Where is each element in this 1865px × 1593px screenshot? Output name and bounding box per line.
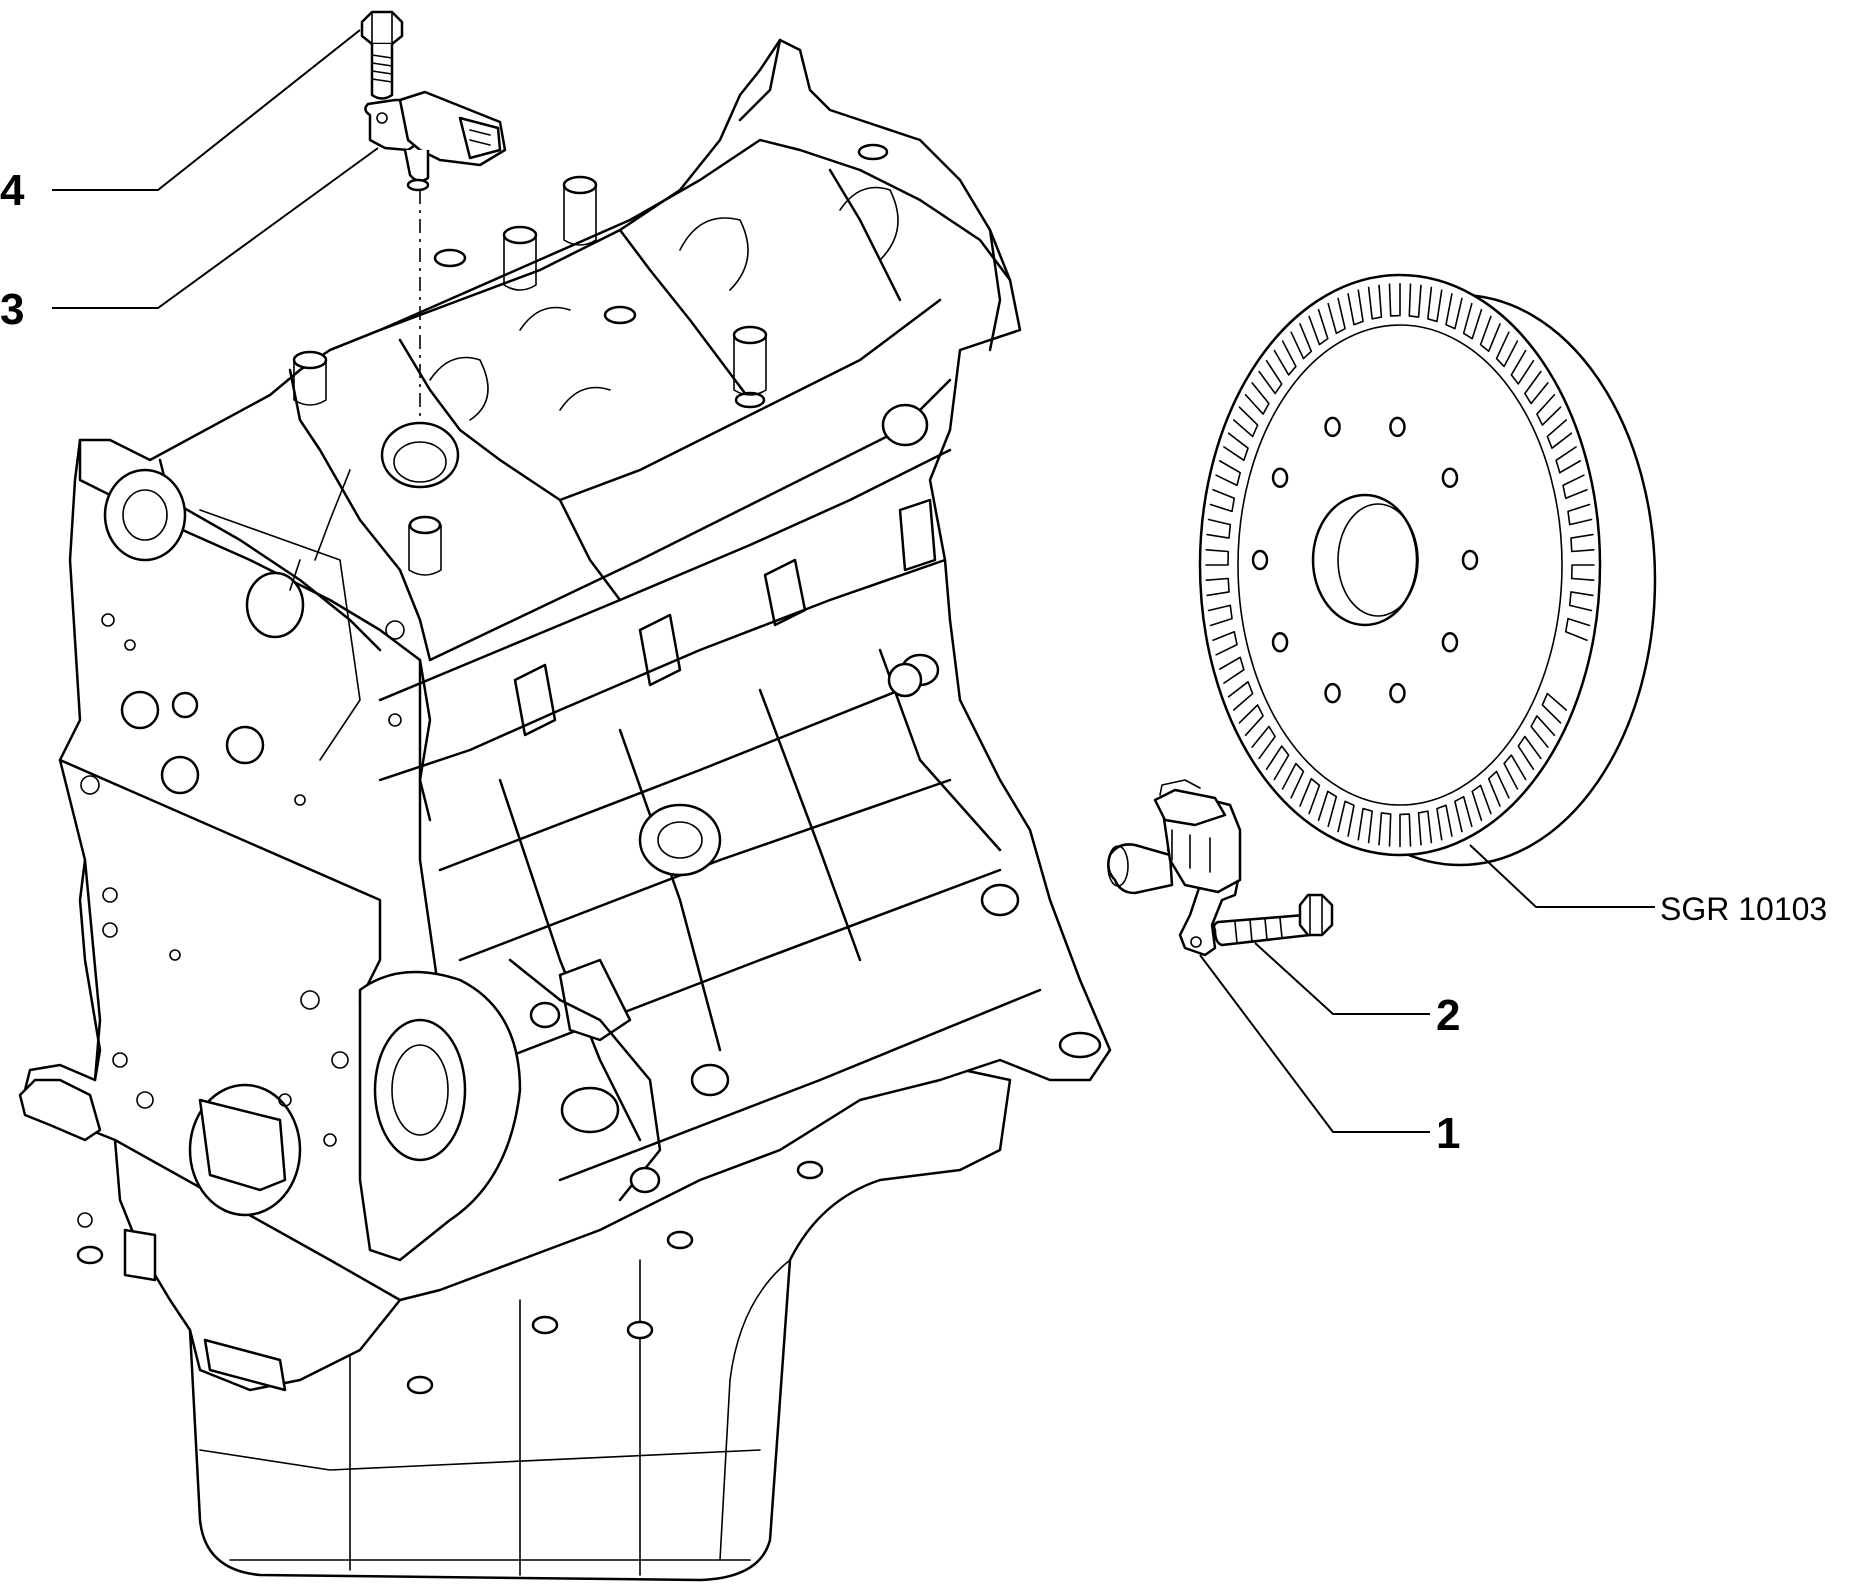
- tooth: [1317, 790, 1338, 828]
- tooth: [1530, 715, 1556, 748]
- tooth: [1337, 800, 1355, 837]
- tooth: [1427, 286, 1443, 323]
- tone-wheel-teeth: [1205, 282, 1595, 848]
- tooth: [1454, 795, 1473, 833]
- bolt-hole: [1271, 467, 1289, 488]
- part-4-bolt: [360, 10, 404, 100]
- tooth: [1265, 745, 1290, 781]
- mount-foot: [18, 1078, 102, 1142]
- tooth: [1215, 460, 1242, 487]
- oil-pan: [188, 1048, 1012, 1582]
- block-body: [23, 38, 1112, 1392]
- tooth: [1206, 518, 1232, 539]
- tooth: [1281, 762, 1305, 799]
- leader-1: [1199, 954, 1430, 1133]
- tooth: [1546, 419, 1573, 449]
- pan-bolts: [76, 1160, 824, 1395]
- oil-pump-boss: [638, 803, 722, 877]
- tooth: [1462, 302, 1483, 340]
- tooth: [1327, 297, 1346, 335]
- leader-3: [52, 147, 379, 309]
- tooth: [1541, 692, 1568, 724]
- tooth: [1564, 617, 1591, 642]
- tooth: [1562, 474, 1588, 500]
- tooth: [1570, 533, 1595, 553]
- tooth: [1555, 446, 1582, 474]
- leader-lines: [52, 29, 1655, 1133]
- tooth: [1207, 604, 1233, 627]
- tooth: [1399, 813, 1412, 848]
- callout-3: 3: [0, 285, 24, 334]
- tooth: [1503, 754, 1527, 790]
- leader-2: [1254, 942, 1430, 1015]
- cam-sensor-bore: [380, 421, 460, 489]
- tooth: [1232, 406, 1259, 438]
- bolt-hole: [1461, 549, 1479, 571]
- tooth: [1218, 656, 1245, 684]
- tooth: [1524, 370, 1549, 405]
- leader-4: [52, 29, 361, 191]
- tooth: [1347, 289, 1364, 326]
- tooth: [1517, 735, 1542, 771]
- leader-ref: [1469, 844, 1655, 908]
- tooth: [1299, 777, 1321, 815]
- tooth: [1308, 308, 1329, 346]
- pulley-hub: [245, 571, 305, 639]
- tooth: [1408, 283, 1422, 318]
- tooth: [1471, 784, 1492, 822]
- bolt-hole: [1324, 416, 1341, 438]
- tooth: [1495, 331, 1519, 368]
- tooth: [1417, 810, 1433, 846]
- tooth: [1251, 725, 1276, 760]
- tooth: [1223, 432, 1249, 462]
- tooth: [1510, 349, 1535, 385]
- tooth: [1273, 340, 1297, 376]
- tooth: [1290, 323, 1313, 360]
- tooth: [1487, 770, 1510, 807]
- tooth: [1479, 315, 1501, 353]
- tooth: [1388, 282, 1401, 317]
- tooth: [1357, 807, 1373, 844]
- tooth: [1238, 704, 1264, 737]
- tooth: [1568, 591, 1594, 612]
- tooth: [1205, 577, 1230, 597]
- callout-1: 1: [1436, 1109, 1460, 1158]
- tooth: [1244, 382, 1270, 415]
- tooth: [1258, 359, 1283, 395]
- bolt-hole: [1324, 682, 1341, 704]
- callout-2: 2: [1436, 991, 1460, 1040]
- bolt-hole: [1271, 632, 1289, 653]
- bolt-hole: [1441, 467, 1459, 488]
- reference-code: SGR 10103: [1660, 891, 1827, 927]
- part-2-bolt: [1212, 893, 1334, 947]
- tooth: [1367, 284, 1383, 320]
- bolt-hole: [1389, 682, 1406, 704]
- bolt-hole: [1441, 632, 1459, 653]
- tooth: [1436, 804, 1453, 841]
- flywheel-hub: [1311, 493, 1419, 627]
- part-1-crank-sensor: [1107, 779, 1242, 957]
- engine-block: [18, 38, 1112, 1582]
- tooth: [1570, 564, 1595, 582]
- tooth: [1227, 681, 1254, 711]
- tooth: [1378, 812, 1392, 847]
- tooth: [1205, 548, 1230, 566]
- tooth: [1536, 393, 1562, 426]
- intake-ports: [513, 498, 937, 737]
- bolt-hole: [1251, 549, 1269, 571]
- flywheel-bolt-holes: [1251, 416, 1479, 704]
- flywheel: [1198, 273, 1657, 867]
- bolt-hole: [1389, 416, 1406, 438]
- tooth: [1212, 630, 1238, 656]
- front-plate-holes: [77, 613, 405, 1228]
- timing-cover-boss: [103, 468, 187, 562]
- tooth: [1209, 488, 1236, 513]
- tooth: [1445, 293, 1463, 330]
- callout-4: 4: [0, 166, 25, 215]
- part-3-cam-sensor: [364, 90, 507, 192]
- tooth: [1567, 503, 1593, 526]
